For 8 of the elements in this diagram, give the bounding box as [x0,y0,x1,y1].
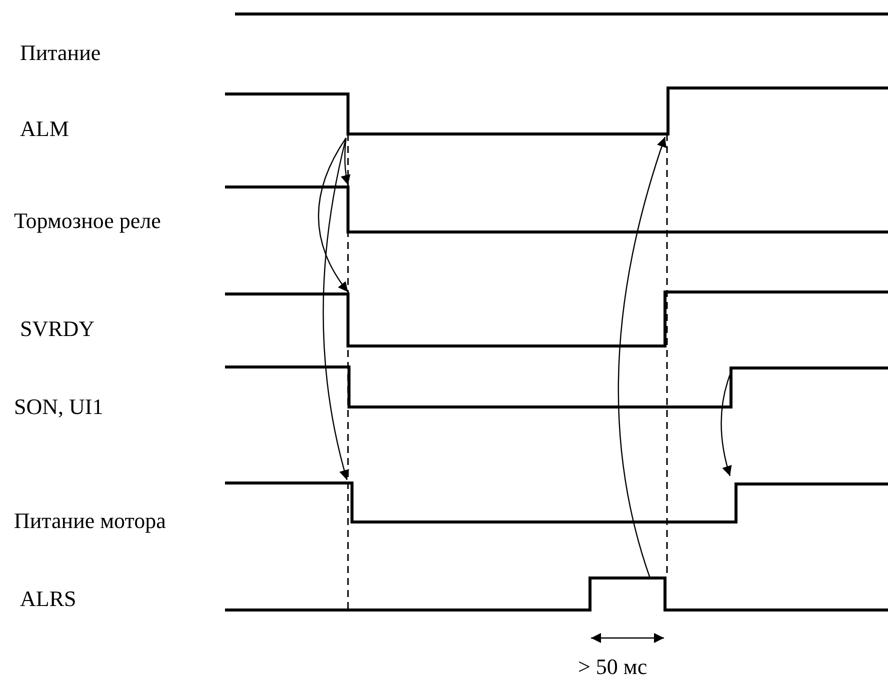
signal-name: SON, UI1 [14,396,104,418]
signal-name: ALM [20,118,69,140]
dimension-label: > 50 мс [578,656,648,678]
signal-name: Тормозное реле [14,210,161,232]
signal-name: Питание мотора [14,510,166,532]
signal-name: SVRDY [20,318,95,340]
signal-name: Питание [20,42,101,64]
signal-name: ALRS [20,588,76,610]
